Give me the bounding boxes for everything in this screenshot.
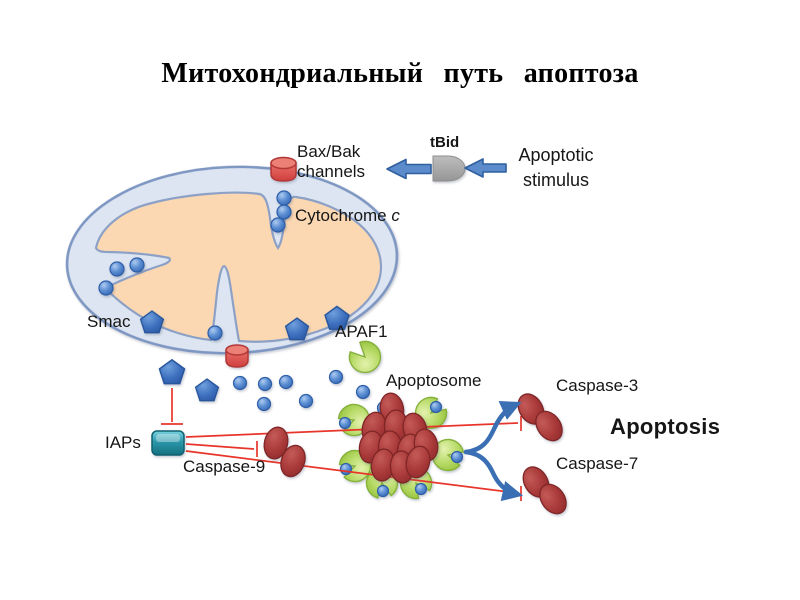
caspase9-ovals	[260, 424, 310, 481]
label-cytochrome-c-italic: c	[391, 206, 400, 225]
inhibit-smac-to-iaps	[161, 388, 183, 425]
label-cytochrome-c: Cytochrome c	[295, 206, 400, 225]
label-caspase-3: Caspase-3	[556, 376, 639, 395]
inner-matrix	[94, 191, 383, 343]
label-apoptosis: Apoptosis	[610, 414, 721, 439]
label-tbid: tBid	[430, 134, 460, 151]
label-apoptotic-line1: Apoptotic	[518, 145, 594, 165]
inhibit-iaps-to-caspase9	[185, 441, 258, 457]
tbid-shape	[432, 155, 466, 182]
label-apoptotic-line2: stimulus	[522, 170, 589, 190]
released-cytochrome-dots	[232, 369, 392, 416]
label-caspase-9: Caspase-9	[183, 457, 266, 476]
arrow-tbid-to-baxbak	[386, 158, 432, 180]
apoptosome-apaf1-ring	[334, 391, 467, 505]
label-smac: Smac	[87, 312, 131, 331]
apaf1-pacman-free	[343, 335, 388, 380]
label-apoptotic-stimulus: Apoptotic stimulus	[500, 143, 612, 193]
bax-bak-channel-bottom	[225, 344, 249, 368]
label-bax-bak-channels: Bax/Bak channels	[297, 142, 365, 182]
iaps-box	[151, 430, 185, 456]
released-smac-pentagons	[158, 359, 220, 402]
arrow-stimulus-to-tbid	[464, 158, 507, 178]
label-apoptosome: Apoptosome	[386, 371, 482, 390]
activation-arrows	[463, 401, 524, 502]
slide-title: Митохондриальный путь апоптоза	[161, 58, 639, 89]
stimulus-arrows	[386, 158, 507, 180]
label-apaf1: APAF1	[335, 322, 388, 341]
label-bax-bak-line2: channels	[297, 162, 366, 181]
mitochondrion	[65, 165, 399, 355]
arrow-apoptosome-to-caspase7	[463, 449, 524, 502]
cytochrome-c-dots	[98, 190, 292, 341]
label-bax-bak-line1: Bax/Bak	[297, 142, 361, 161]
bax-bak-channel-top	[270, 156, 297, 182]
inhibition-lines	[161, 388, 522, 501]
label-caspase-7: Caspase-7	[556, 454, 639, 473]
arrow-apoptosome-to-caspase3	[463, 401, 522, 455]
label-iaps: IAPs	[105, 433, 141, 452]
